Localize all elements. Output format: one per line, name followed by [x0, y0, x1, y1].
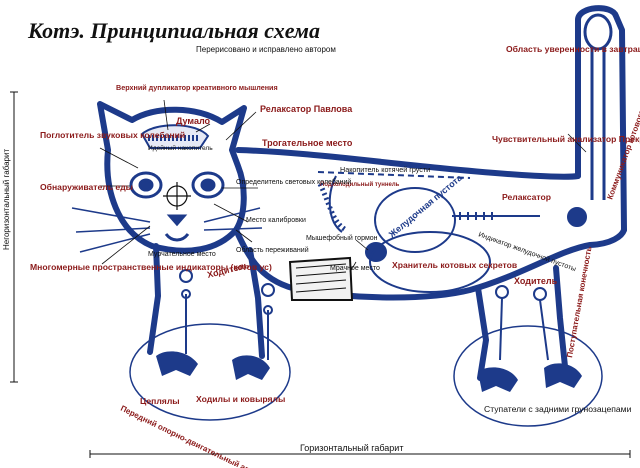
mouth — [164, 233, 190, 242]
cat-back-line — [235, 147, 581, 180]
horizontal-gabarit-label: Горизонтальный габарит — [300, 443, 403, 453]
cat-back-leg-outline — [475, 265, 569, 381]
confidence-label: Область уверенности в завтрашнем дне — [506, 44, 640, 54]
front-apparatus-label: Передний опорно-двигательный аппарат — [119, 404, 271, 468]
calibration-label: Место калибровки — [246, 216, 306, 224]
walkers-label: Ходилы и ковырялы — [196, 394, 285, 404]
annotations: Верхний дупликатор креативного мышления … — [30, 44, 640, 468]
relaxator-star — [567, 207, 587, 227]
leg-joints — [179, 269, 549, 361]
vertical-gabarit-label: Негоризонтальный габарит — [2, 149, 11, 250]
back-paw-left — [478, 367, 518, 392]
right-pupil — [200, 178, 216, 192]
touchy-place-label: Трогательное место — [262, 138, 353, 148]
secret-keeper-label: Хранитель котовых секретов — [392, 260, 517, 270]
idea-store-label: Идейный накопитель — [148, 144, 213, 152]
feelings-zone-label: Область переживаний — [236, 246, 309, 254]
walker-back-label: Ходитель — [514, 276, 558, 286]
diagram-subtitle: Перерисовано и исправлено автором — [196, 45, 336, 54]
cat-front-leg-outline — [147, 243, 265, 359]
dark-place-label: Мрачное место — [330, 265, 380, 272]
sensitive-analyzer-label: Чувствительный анализатор Прекрасного — [492, 134, 640, 144]
tail-inner — [583, 13, 613, 200]
front-support-ellipse — [129, 323, 291, 421]
whiskers — [71, 207, 263, 253]
front-paw-right — [232, 355, 270, 380]
cat-belly-line — [233, 227, 627, 301]
dumalo-shape — [140, 124, 210, 149]
left-eye — [129, 171, 163, 199]
sadness-store-label: Накопитель котячей грусти — [340, 165, 430, 174]
tail-tip — [583, 13, 613, 51]
horizontal-dimension-line — [89, 450, 631, 458]
nose — [166, 214, 188, 227]
relax-pavlov-label: Релаксатор Павлова — [260, 104, 353, 114]
dumalo-label: Думало — [176, 116, 211, 126]
internal-organs — [288, 171, 587, 301]
insulator-label: Подхолодильный туннель — [320, 181, 400, 188]
brain-region — [140, 124, 210, 149]
vertical-dimension-line — [10, 91, 18, 383]
food-detector-label: Обнаруживатель еды — [40, 182, 133, 192]
back-end-label: Поступательная конечность — [565, 246, 593, 359]
diagram-title: Котэ. Принципиальная схема — [27, 18, 320, 43]
light-detector-label: Определитель световых колебаний — [236, 178, 351, 186]
right-eye — [191, 171, 225, 199]
back-paw-right — [544, 363, 582, 388]
dimension-lines — [10, 91, 631, 458]
stomach-shape — [374, 187, 456, 253]
back-support-ellipse — [453, 325, 603, 427]
front-paw-left — [156, 351, 198, 376]
cat-face — [129, 171, 225, 242]
sadness-tube — [317, 171, 471, 179]
purr-place-label: Мурчательное место — [148, 251, 216, 258]
mouse-hormone-gland — [365, 242, 387, 262]
cat-tail-outline — [575, 5, 627, 233]
cat-body — [97, 5, 627, 381]
sound-absorber-label: Поглотитель звуковых колебаний — [40, 130, 185, 140]
mouse-hormone-label: Мышефобный гормон — [306, 234, 378, 242]
duplicator-label: Верхний дупликатор креативного мышления — [116, 83, 278, 92]
paws — [156, 351, 582, 392]
relaxator-label: Релаксатор — [502, 192, 551, 202]
grabbers-label: Цеплялы — [140, 396, 180, 406]
relaxator-spring — [452, 212, 540, 220]
dark-place-grid — [288, 256, 354, 301]
indicators-label: Многомерные пространственные индикаторы … — [30, 262, 272, 272]
rear-steppers-label: Ступатели с задними грунозацепами — [484, 404, 632, 414]
secret-keeper-shape — [369, 231, 491, 293]
left-pupil — [138, 178, 154, 192]
